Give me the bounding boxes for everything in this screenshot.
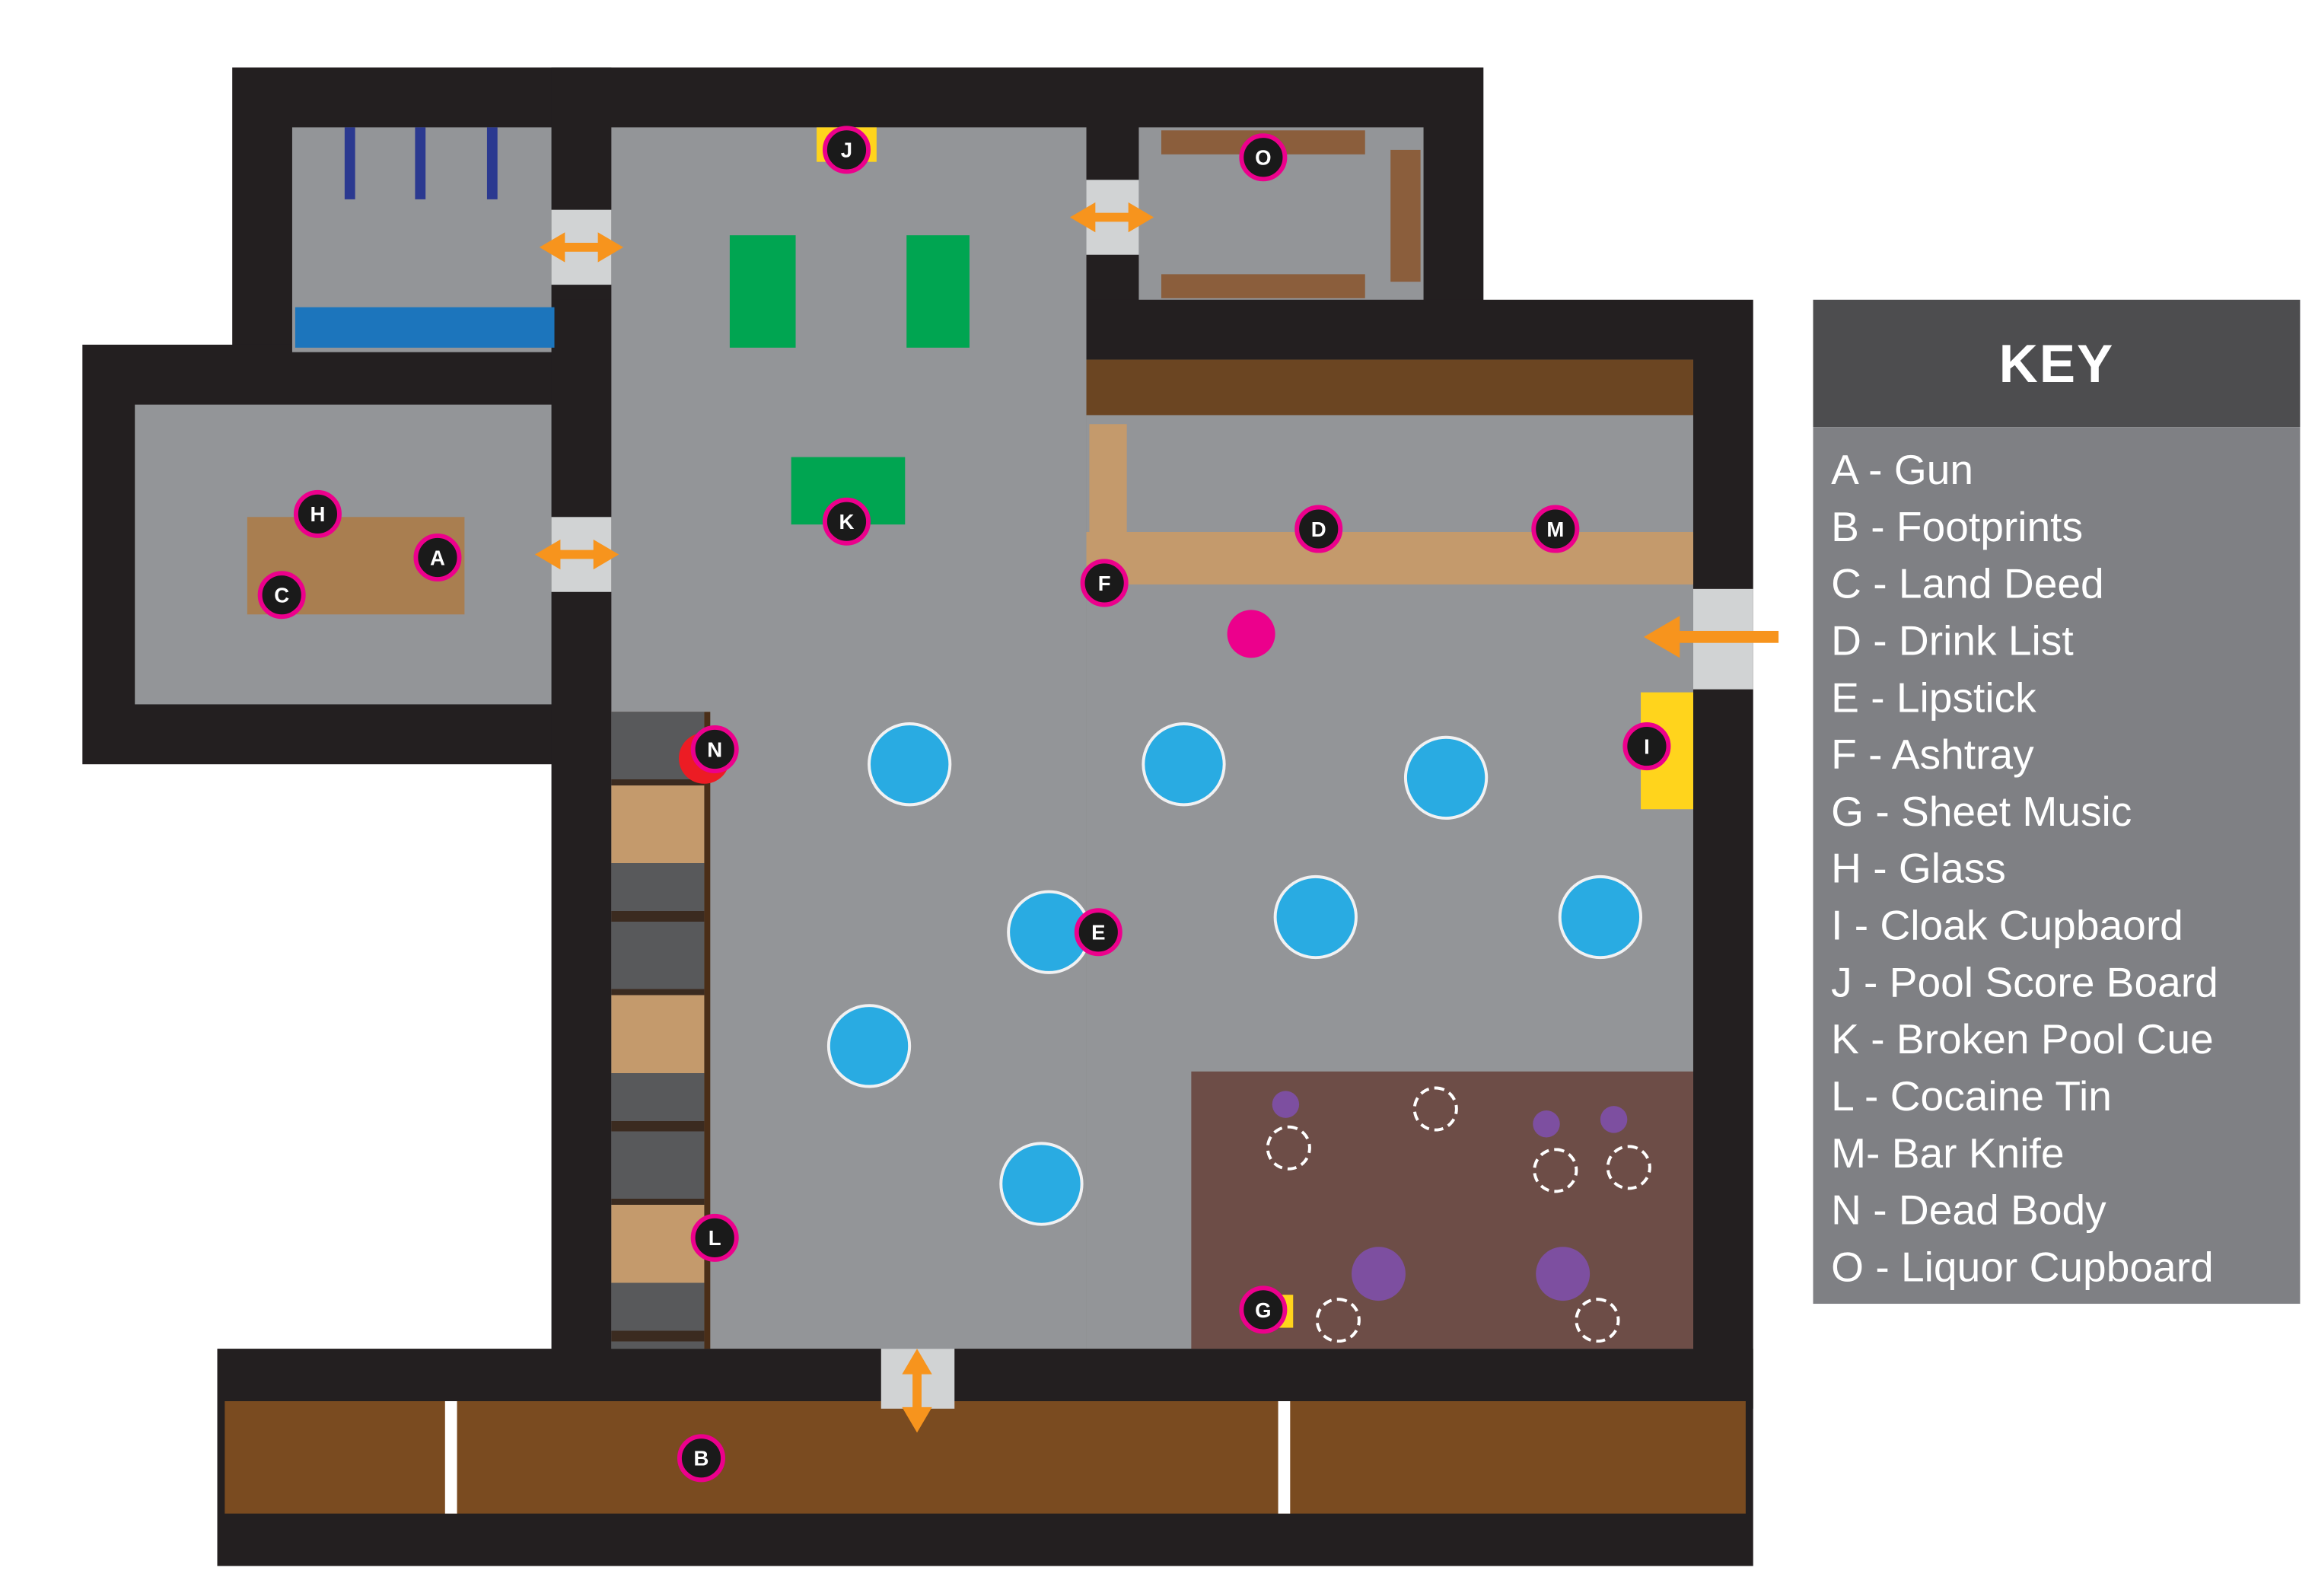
marker-D-drink-list: D	[1294, 505, 1343, 553]
bar-stool	[1227, 610, 1275, 658]
door-double-arrow-icon	[1069, 202, 1154, 233]
round-table	[1273, 874, 1358, 960]
key-item-n: N - Dead Body	[1831, 1187, 2106, 1234]
round-table	[868, 722, 952, 807]
cue-rack-bar	[486, 127, 498, 199]
key-item-j: J - Pool Score Board	[1831, 959, 2218, 1006]
marker-K-broken-pool-cue: K	[822, 497, 871, 546]
key-item-i: I - Cloak Cupbaord	[1831, 902, 2183, 949]
stage-stool	[1272, 1091, 1300, 1118]
stage-stool	[1352, 1247, 1406, 1301]
key-item-g: G - Sheet Music	[1831, 788, 2132, 835]
marker-A-gun: A	[413, 533, 462, 581]
round-table	[1403, 735, 1489, 820]
door-double-arrow-icon	[902, 1349, 932, 1433]
key-item-m: M- Bar Knife	[1831, 1129, 2065, 1177]
stage-stool	[1533, 1110, 1560, 1138]
blue-shelf	[295, 307, 555, 348]
liquor-shelf	[1390, 149, 1421, 282]
key-item-l: L - Cocaine Tin	[1831, 1072, 2112, 1120]
round-table	[1142, 722, 1226, 807]
marker-B-footprints: B	[677, 1434, 725, 1483]
bar-counter-side	[1089, 424, 1127, 532]
entrance-arrow-icon	[1643, 616, 1779, 658]
stage-stool	[1536, 1247, 1591, 1301]
door-double-arrow-icon	[534, 539, 619, 570]
corridor-divider	[1278, 1401, 1291, 1514]
key-panel: KEY A - Gun B - Footprints C - Land Deed…	[1813, 299, 2301, 1305]
key-list: A - Gun B - Footprints C - Land Deed D -…	[1813, 427, 2301, 1305]
marker-N-dead-body: N	[690, 725, 739, 774]
bar-counter	[1086, 531, 1693, 585]
stool-outline	[1533, 1148, 1578, 1193]
key-item-h: H - Glass	[1831, 845, 2006, 892]
floor-corridor	[224, 1401, 1746, 1514]
corridor-divider	[444, 1401, 457, 1514]
door-double-arrow-icon	[539, 232, 624, 263]
marker-C-land-deed: C	[257, 571, 306, 620]
marker-G-sheet-music: G	[1239, 1285, 1288, 1334]
key-item-d: D - Drink List	[1831, 617, 2074, 664]
key-item-c: C - Land Deed	[1831, 560, 2104, 607]
cue-rack-bar	[415, 127, 426, 199]
marker-E-lipstick: E	[1074, 908, 1122, 957]
marker-M-bar-knife: M	[1531, 505, 1580, 553]
key-title: KEY	[1813, 299, 2301, 428]
round-table	[826, 1004, 912, 1088]
round-table	[1558, 874, 1643, 960]
marker-L-cocaine-tin: L	[690, 1213, 739, 1262]
key-item-e: E - Lipstick	[1831, 674, 2036, 722]
stage-stool	[1600, 1106, 1628, 1133]
pool-table	[906, 235, 970, 348]
stool-outline	[1315, 1298, 1361, 1343]
marker-H-glass: H	[293, 489, 342, 538]
marker-O-liquor-cupboard: O	[1239, 133, 1288, 182]
key-item-f: F - Ashtray	[1831, 731, 2034, 778]
pool-table	[729, 235, 796, 348]
stool-outline	[1412, 1086, 1458, 1132]
stool-outline	[1266, 1125, 1311, 1171]
cue-rack-bar	[344, 127, 355, 199]
key-item-a: A - Gun	[1831, 446, 1974, 493]
liquor-shelf	[1161, 274, 1365, 298]
back-bar	[1086, 359, 1693, 416]
round-table	[999, 1142, 1084, 1226]
stool-outline	[1606, 1145, 1651, 1190]
marker-I-cloak-cupboard: I	[1622, 722, 1671, 771]
wall-shelving	[611, 712, 711, 1349]
key-item-k: K - Broken Pool Cue	[1831, 1015, 2214, 1063]
stool-outline	[1575, 1298, 1620, 1343]
marker-F-ashtray: F	[1080, 559, 1129, 607]
marker-J-pool-score-board: J	[822, 126, 871, 174]
key-item-b: B - Footprints	[1831, 503, 2084, 550]
key-item-o: O - Liquor Cupboard	[1831, 1244, 2214, 1291]
